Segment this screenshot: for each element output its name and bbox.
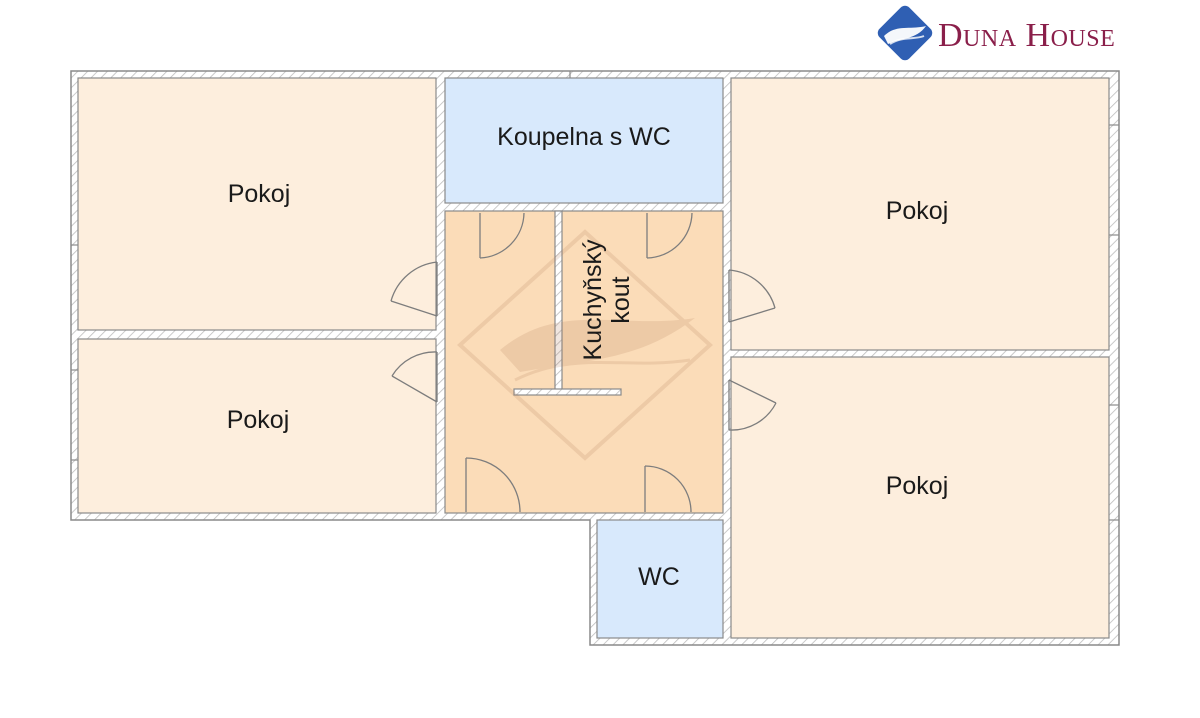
door-room-top-right: [728, 269, 776, 323]
kitchen-label: Kuchyňský kout: [579, 239, 635, 360]
kitchen-partition: [513, 210, 622, 396]
door-bathroom: [479, 212, 525, 259]
room-label: Pokoj: [227, 406, 290, 434]
duna-house-wave-logo-icon: [877, 5, 933, 61]
wc-floor: [596, 519, 724, 639]
brand-logo: Duna House: [877, 5, 1115, 61]
door-room-bottom-right: [728, 379, 777, 431]
room-top-left-floor: [77, 77, 437, 331]
door-room-top-left: [390, 261, 438, 317]
bathroom-floor: [444, 77, 724, 204]
room-top-right-floor: [730, 77, 1110, 351]
wall-ticks: [71, 71, 1119, 521]
door-wc: [644, 465, 692, 513]
brand-name: Duna House: [938, 17, 1115, 54]
hall-floor: [444, 210, 724, 514]
room-label: Pokoj: [886, 472, 949, 500]
room-label: Pokoj: [886, 197, 949, 225]
room-bottom-right-floor: [730, 356, 1110, 639]
kitchen-label-line-2: kout: [607, 276, 635, 323]
room-bottom-left-floor: [77, 338, 437, 514]
door-entrance: [465, 457, 521, 513]
room-label: WC: [638, 563, 680, 591]
room-label: Koupelna s WC: [497, 123, 671, 151]
room-label: Pokoj: [228, 180, 291, 208]
kitchen-label-line-1: Kuchyňský: [579, 239, 607, 360]
door-room-bottom-left: [391, 351, 438, 403]
watermark-logo: [457, 229, 713, 461]
door-kitchen: [646, 212, 693, 259]
